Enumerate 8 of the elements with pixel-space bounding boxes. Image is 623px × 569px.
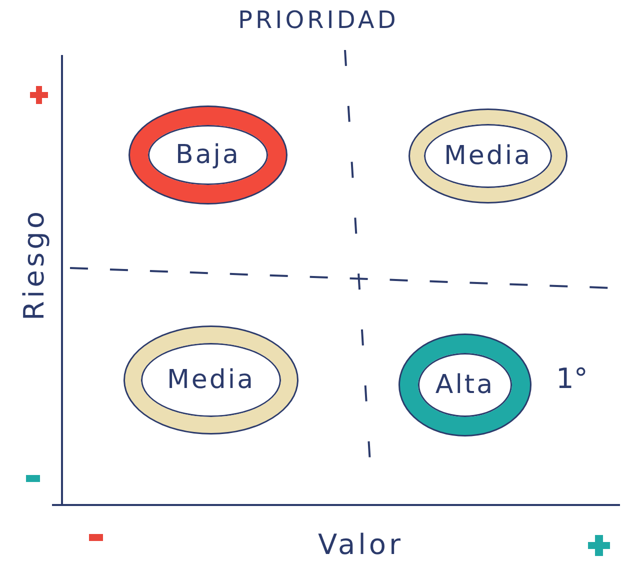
axis-label: Valor — [318, 528, 404, 561]
rank-label: 1° — [556, 362, 588, 395]
priority-ellipse: Media — [125, 327, 297, 433]
chart-title: PRIORIDAD — [238, 6, 399, 34]
priority-ellipse: Baja — [130, 107, 286, 203]
axis-label: Riesgo — [17, 208, 50, 320]
priority-ellipse: Alta — [400, 335, 530, 435]
priority-ellipse: Media — [410, 110, 566, 202]
